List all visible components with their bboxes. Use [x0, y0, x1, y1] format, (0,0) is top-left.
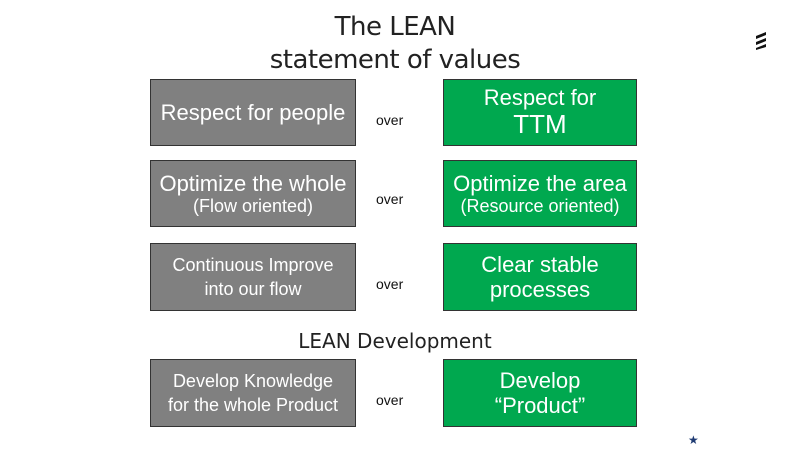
- value-left-continuous-improve: Continuous Improve into our flow: [150, 243, 356, 311]
- value-left-text-1: Develop Knowledge: [172, 370, 334, 391]
- over-label: over: [376, 191, 404, 207]
- over-label: over: [376, 276, 404, 292]
- value-right-text-2: processes: [489, 277, 591, 302]
- value-right-text-1: Respect for: [483, 84, 597, 110]
- value-left-optimize-whole: Optimize the whole (Flow oriented): [150, 160, 356, 227]
- ericsson-logo-icon: [756, 32, 766, 50]
- value-right-respect-ttm: Respect for TTM: [443, 79, 637, 146]
- value-left-text: Respect for people: [160, 99, 346, 125]
- value-right-text-1: Clear stable: [481, 251, 599, 277]
- value-left-text-1: Continuous Improve: [172, 254, 334, 275]
- value-right-text-2: “Product”: [494, 393, 586, 418]
- value-right-text-1: Optimize the area: [453, 170, 627, 196]
- value-left-text-2: (Flow oriented): [192, 195, 314, 216]
- title-line-2: statement of values: [269, 45, 521, 75]
- over-label: over: [376, 112, 404, 128]
- over-label: over: [376, 392, 404, 408]
- value-left-text-2: into our flow: [204, 278, 302, 299]
- value-left-text-1: Optimize the whole: [159, 170, 347, 196]
- value-right-text-1: Develop: [499, 367, 581, 393]
- value-right-clear-processes: Clear stable processes: [443, 243, 637, 311]
- title-line-1: The LEAN: [334, 12, 456, 42]
- lean-development-heading: LEAN Development: [298, 329, 492, 353]
- value-left-develop-knowledge: Develop Knowledge for the whole Product: [150, 359, 356, 427]
- value-right-develop-product: Develop “Product”: [443, 359, 637, 427]
- value-right-text-2: TTM: [513, 109, 567, 140]
- value-left-respect-people: Respect for people: [150, 79, 356, 146]
- value-left-text-2: for the whole Product: [167, 394, 339, 415]
- value-right-text-2: (Resource oriented): [460, 195, 620, 216]
- value-right-optimize-area: Optimize the area (Resource oriented): [443, 160, 637, 227]
- star-icon: ★: [688, 433, 699, 447]
